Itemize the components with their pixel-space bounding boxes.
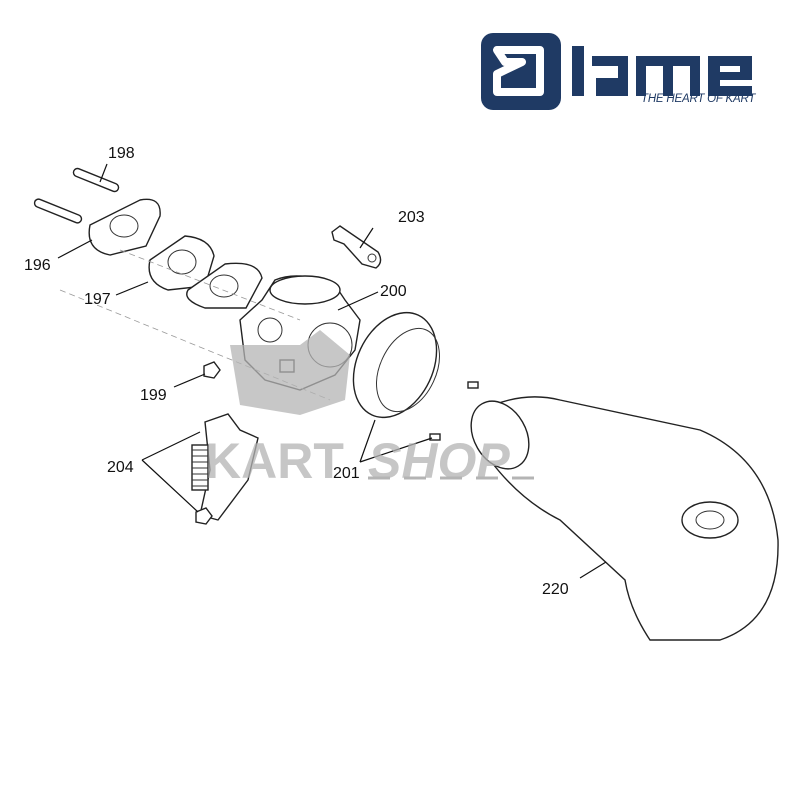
label-200: 200 [380,283,407,300]
logo-tagline: THE HEART OF KART [641,93,756,105]
part-196-stud[interactable] [33,198,83,224]
part-199-nut[interactable] [203,361,221,379]
watermark-shop: SHOP [368,433,510,489]
part-198-stud[interactable] [72,167,120,193]
iame-logo [481,33,752,110]
part-220-intake-silencer[interactable] [459,391,779,641]
watermark-kart: KART [205,433,344,489]
kartshop-watermark: KART SHOP [205,330,540,489]
alignment-line [119,249,301,321]
label-196: 196 [24,257,51,274]
part-196-gasket[interactable] [88,198,161,256]
part-197-gasket[interactable] [186,262,263,309]
label-199: 199 [140,387,167,404]
label-204: 204 [107,459,134,476]
part-201-adapter-ring[interactable] [337,299,479,441]
label-220: 220 [542,581,569,598]
label-198: 198 [108,145,135,162]
label-203: 203 [398,209,425,226]
part-197-spacer[interactable] [148,235,215,291]
part-204-bracket[interactable] [191,413,259,525]
part-203-bracket[interactable] [331,225,382,269]
label-201: 201 [333,465,360,482]
leader-lines [57,163,607,579]
label-197: 197 [84,291,111,308]
